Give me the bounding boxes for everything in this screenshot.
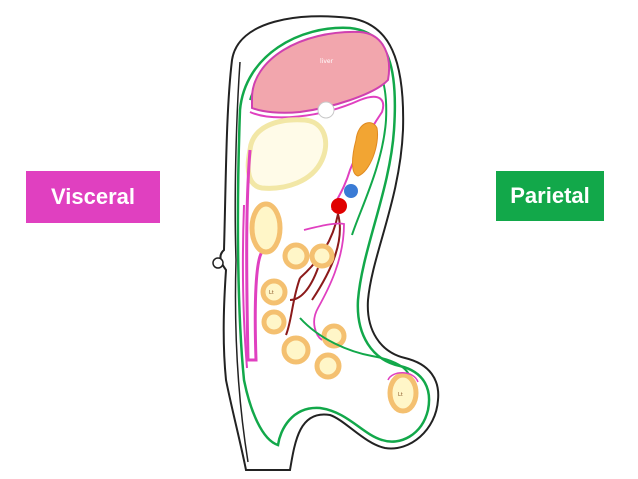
- bowel-loop: [309, 243, 335, 269]
- bowel-label: Lt: [269, 290, 274, 296]
- bowel-loop: [314, 352, 342, 380]
- bowel-loop: [260, 278, 288, 306]
- small-bowel-loops: [260, 242, 347, 380]
- descending-colon-wall: [242, 204, 248, 369]
- parietal-label: Parietal: [496, 171, 604, 221]
- mesentery-visceral: [303, 222, 345, 341]
- bowel-loop: [282, 242, 310, 270]
- liver-label: liver: [320, 58, 334, 65]
- visceral-label: Visceral: [26, 171, 160, 223]
- sigmoid-loop: [387, 372, 419, 414]
- body-wall-inner: [234, 61, 249, 463]
- mesentery: [285, 213, 341, 336]
- wall-node: [212, 257, 224, 269]
- colon-loop: [249, 201, 283, 255]
- bowel-loop: [261, 309, 287, 335]
- pancreas: [352, 122, 379, 177]
- vena-cava: [344, 184, 358, 198]
- bowel-label: Lt: [398, 392, 403, 398]
- visceral-peritoneum-upper: [249, 95, 385, 211]
- duct-circle: [317, 101, 335, 119]
- body-outline: [219, 15, 440, 471]
- aorta: [331, 198, 347, 214]
- stomach: [245, 117, 329, 191]
- visceral-peritoneum-left: [245, 149, 264, 362]
- liver: [251, 30, 390, 114]
- sigmoid-visceral: [387, 372, 419, 383]
- parietal-peritoneum-lower: [299, 317, 411, 379]
- bowel-loop: [281, 335, 311, 365]
